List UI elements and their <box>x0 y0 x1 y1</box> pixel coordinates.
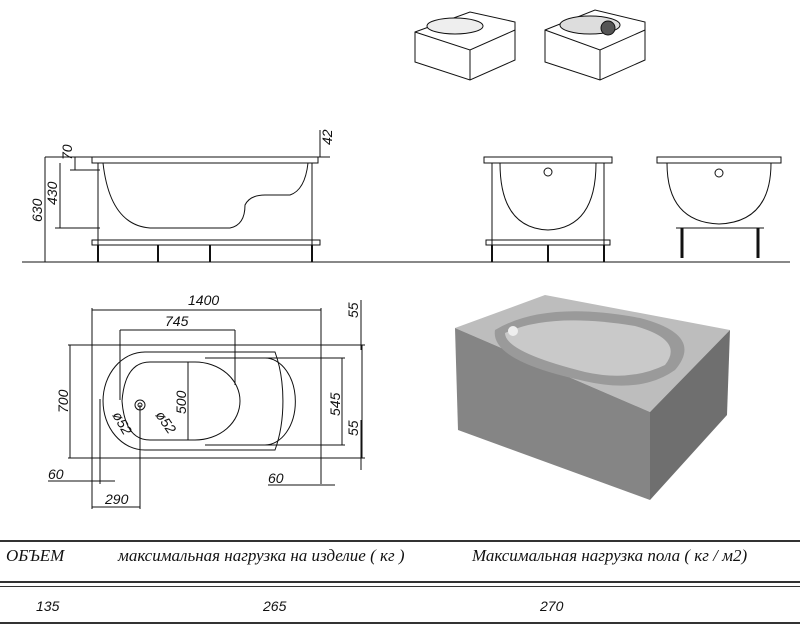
value-max-floor-load: 270 <box>540 598 564 614</box>
dim-drain-offset: 290 <box>104 491 129 507</box>
header-max-floor-load: Максимальная нагрузка пола ( кг / м2) <box>472 546 748 565</box>
top-view <box>48 300 365 509</box>
dim-rim: 42 <box>319 129 335 145</box>
dim-leg-height: 70 <box>59 144 75 160</box>
table-top-rule <box>0 540 800 542</box>
dim-inner-length: 745 <box>165 313 189 329</box>
thumbnail-tub-with-frame <box>544 9 646 81</box>
dim-tub-depth: 430 <box>44 181 60 205</box>
thumbnail-tub-with-panel <box>414 11 516 81</box>
dim-margin-top: 55 <box>345 302 361 318</box>
dim-offset-left: 60 <box>48 466 64 482</box>
dim-width: 700 <box>55 389 71 413</box>
dim-margin-bottom: 55 <box>345 420 361 436</box>
dim-inner-width: 500 <box>173 390 189 414</box>
header-volume: ОБЪЕМ <box>6 546 65 565</box>
end-view-legs <box>656 156 782 258</box>
table-header-rule <box>0 581 800 583</box>
bathtub-render <box>455 295 730 500</box>
value-max-load-product: 265 <box>263 598 287 614</box>
dim-inner-width-2: 545 <box>327 392 343 416</box>
dim-offset-right: 60 <box>268 470 284 486</box>
header-max-load-product: максимальная нагрузка на изделие ( кг ) <box>118 546 405 565</box>
dim-length: 1400 <box>188 292 219 308</box>
value-volume: 135 <box>36 598 60 614</box>
table-bottom-rule <box>0 622 800 624</box>
dim-total-height: 630 <box>29 198 45 222</box>
side-view-long <box>44 130 330 262</box>
end-view-frame <box>483 156 613 262</box>
table-header-rule-2 <box>0 586 800 587</box>
